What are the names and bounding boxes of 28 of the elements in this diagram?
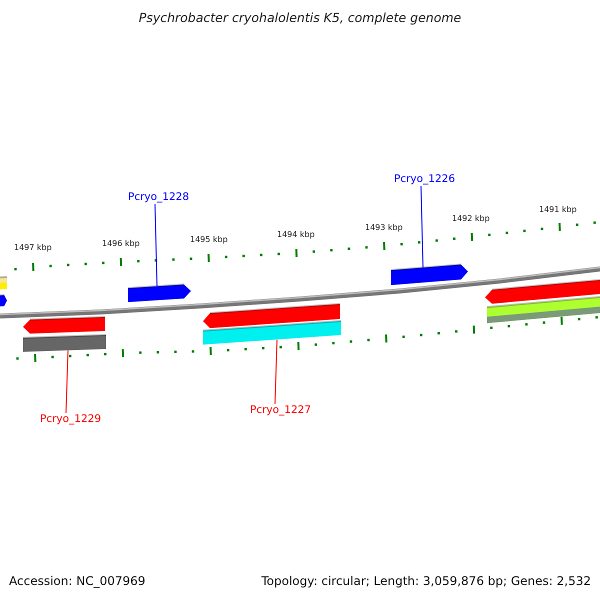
leader-line	[274, 339, 278, 404]
gene-block	[0, 294, 7, 306]
gene-block	[391, 264, 468, 285]
scale-label: 1496 kbp	[102, 239, 140, 248]
gene-track-bar	[203, 321, 341, 345]
diagram-title: Psychrobacter cryohalolentis K5, complete genome	[138, 10, 462, 25]
gene-block	[23, 317, 105, 334]
gene-track-bar	[0, 276, 7, 289]
gene-label: Pcryo_1229	[40, 413, 102, 426]
gene-track-bar	[23, 335, 106, 352]
scale-label: 1491 kbp	[539, 205, 577, 214]
gene-block	[203, 304, 340, 329]
leader-line	[154, 204, 158, 287]
scale-label: 1495 kbp	[190, 235, 228, 244]
scale-label: 1492 kbp	[452, 214, 490, 223]
leader-line	[420, 186, 424, 268]
scale-label: 1497 kbp	[14, 243, 52, 252]
accession-text: Accession: NC_007969	[9, 574, 146, 588]
gene-label: Pcryo_1227	[250, 404, 312, 417]
gene-label: Pcryo_1226	[394, 173, 456, 186]
gene-track-bar	[487, 296, 600, 323]
scale-label: 1493 kbp	[365, 223, 403, 232]
leader-line	[66, 350, 68, 414]
gene-label: Pcryo_1228	[128, 191, 190, 204]
genome-info-text: Topology: circular; Length: 3,059,876 bp; Genes: 2,532	[261, 574, 591, 588]
scale-label: 1494 kbp	[277, 230, 315, 239]
gene-block	[485, 280, 600, 304]
gene-block	[128, 284, 191, 302]
